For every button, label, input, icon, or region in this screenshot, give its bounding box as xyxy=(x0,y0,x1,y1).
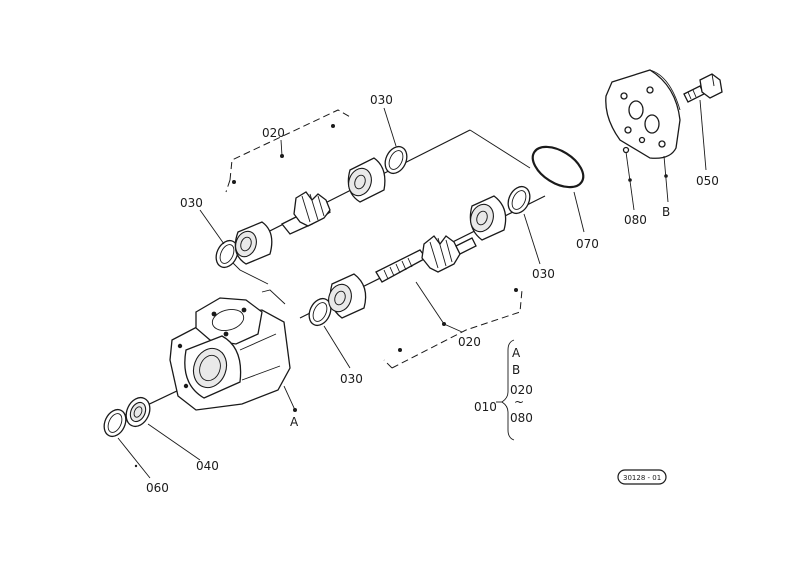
label-050: 050 xyxy=(696,174,719,188)
cover-plate-b xyxy=(605,69,681,159)
label-030-top: 030 xyxy=(370,93,393,107)
snap-ring-upper-left xyxy=(215,239,239,269)
bolt-050 xyxy=(683,73,723,103)
kit-item-b: B xyxy=(512,363,520,377)
snap-ring-060 xyxy=(103,408,127,438)
label-b: B xyxy=(662,205,670,219)
bushing-upper-right xyxy=(347,157,386,203)
label-030-left: 030 xyxy=(180,196,203,210)
label-040: 040 xyxy=(196,459,219,473)
label-070: 070 xyxy=(576,237,599,251)
snap-ring-lower-right xyxy=(507,185,531,215)
pin-080 xyxy=(622,146,630,154)
upper-gear-group-bracket xyxy=(225,109,353,193)
snap-ring-upper-right xyxy=(384,145,408,175)
label-030-mid: 030 xyxy=(532,267,555,281)
label-020-mid: 020 xyxy=(458,335,481,349)
gear-shaft-upper xyxy=(280,191,332,235)
drawing-reference-stamp xyxy=(617,469,667,485)
label-080: 080 xyxy=(624,213,647,227)
kit-item-080: 080 xyxy=(510,411,533,425)
snap-ring-lower-left xyxy=(308,297,332,327)
drawing-reference-text: 30128 - 01 xyxy=(623,474,661,482)
kit-assembly-010: 010 xyxy=(474,400,497,414)
label-060: 060 xyxy=(146,481,169,495)
kit-range-tilde: ~ xyxy=(514,395,524,409)
upper-to-housing-bracket xyxy=(231,261,286,305)
label-030-bottom: 030 xyxy=(340,372,363,386)
upper-axis-to-oring xyxy=(469,129,531,169)
gear-shaft-lower xyxy=(375,235,477,283)
bushing-upper-left xyxy=(234,221,273,265)
oil-seal-040 xyxy=(125,396,151,428)
bushing-lower-left xyxy=(328,273,367,319)
bushing-lower-right xyxy=(469,195,507,241)
leader-lines xyxy=(117,99,707,479)
kit-item-020: 020 xyxy=(510,383,533,397)
label-020-top: 020 xyxy=(262,126,285,140)
lower-gear-group-bracket xyxy=(383,289,523,369)
label-a: A xyxy=(290,415,299,429)
kit-bracket xyxy=(496,339,515,441)
kit-item-a: A xyxy=(512,346,521,360)
o-ring-070 xyxy=(531,145,585,189)
pump-housing-a xyxy=(169,297,291,411)
